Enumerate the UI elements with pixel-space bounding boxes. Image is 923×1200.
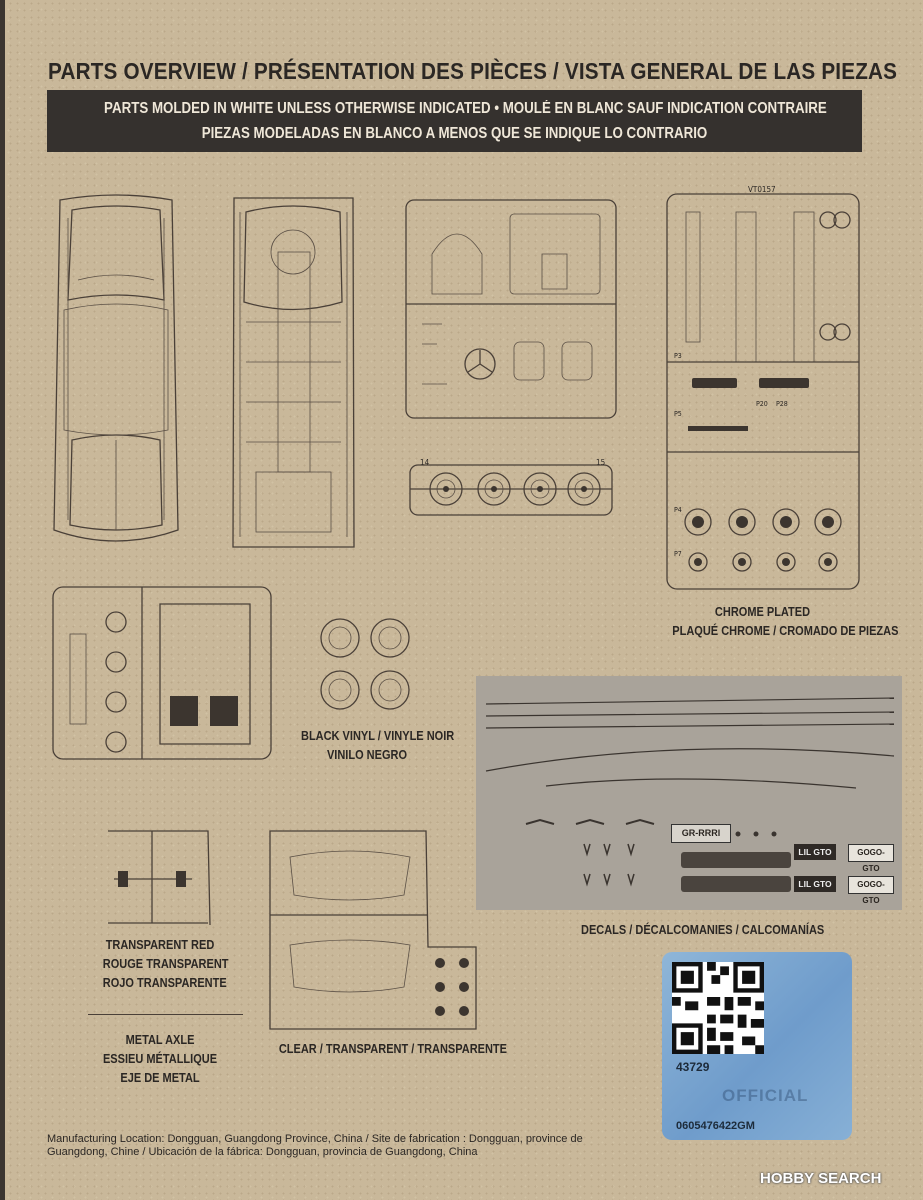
axle-caption-line-3: EJE DE METAL [120, 1071, 200, 1085]
card-number: 43729 [676, 1060, 710, 1074]
card-code: 0605476422GM [676, 1120, 755, 1132]
interior-tub-sprue-drawing [52, 586, 272, 760]
wheel-sprue-num-left: 14 [420, 458, 430, 467]
page-title: PARTS OVERVIEW / PRÉSENTATION DES PIÈCES… [48, 58, 898, 84]
authenticity-card: 43729 OFFICIAL 0605476422GM [662, 952, 852, 1140]
decal-sheet: GR-RRRl LIL GTO GOGO-GTO LIL GTO GOGO-GT… [476, 676, 902, 910]
interior-sprue-drawing [405, 199, 617, 419]
chrome-caption: CHROME PLATED PLAQUÉ CHROME / CROMADO DE… [672, 603, 899, 641]
vinyl-tires-drawing [320, 618, 410, 710]
chrome-label-2: P20 [756, 400, 768, 408]
wheel-sprue-drawing: 14 15 [409, 458, 613, 516]
banner-line-1: PARTS MOLDED IN WHITE UNLESS OTHERWISE I… [104, 100, 827, 117]
axle-caption: METAL AXLE ESSIEU MÉTALLIQUE EJE DE META… [103, 1031, 217, 1088]
vinyl-caption: BLACK VINYL / VINYLE NOIR VINILO NEGRO [301, 727, 455, 765]
axle-caption-line-1: METAL AXLE [125, 1033, 195, 1047]
decal-plate-1: GR-RRRl [671, 824, 731, 843]
axle-divider [88, 1014, 243, 1015]
decals-caption: DECALS / DÉCALCOMANIES / CALCOMANÍAS [581, 923, 825, 937]
chrome-label-4: P5 [674, 410, 682, 418]
body-shell-drawing [53, 194, 179, 542]
wheel-sprue-num-right: 15 [596, 458, 605, 467]
chrome-sprue-id: VT0157 [748, 185, 776, 194]
chrome-label-1: P3 [674, 352, 682, 360]
decal-plate-3: GOGO-GTO [848, 844, 894, 873]
chrome-label-6: P7 [674, 550, 682, 558]
clear-sprue-drawing [269, 830, 477, 1030]
decal-plate-5: GOGO-GTO [848, 876, 894, 905]
decal-plate-2: LIL GTO [794, 844, 836, 860]
left-edge-bar [0, 0, 5, 1200]
vinyl-caption-line-1: BLACK VINYL / VINYLE NOIR [301, 729, 455, 743]
manufacturing-location: Manufacturing Location: Dongguan, Guangd… [47, 1133, 583, 1158]
chassis-drawing [232, 197, 355, 548]
chrome-sprue-drawing: VT0157 P3 P20 P28 P5 P4 P7 [666, 185, 860, 590]
decal-plate-4: LIL GTO [794, 876, 836, 892]
chrome-label-3: P28 [776, 400, 788, 408]
red-sprue-drawing [108, 830, 211, 926]
molding-note-banner: PARTS MOLDED IN WHITE UNLESS OTHERWISE I… [47, 90, 862, 152]
hobby-search-watermark: HOBBY SEARCH [760, 1170, 882, 1187]
qr-code [672, 962, 764, 1054]
axle-caption-line-2: ESSIEU MÉTALLIQUE [102, 1052, 218, 1066]
red-caption-line-1: TRANSPARENT RED [105, 938, 215, 952]
chrome-caption-line-1: CHROME PLATED [714, 605, 811, 619]
card-watermark-text: OFFICIAL [722, 1086, 809, 1105]
red-caption-line-2: ROUGE TRANSPARENT [102, 957, 229, 971]
red-caption: TRANSPARENT RED ROUGE TRANSPARENT ROJO T… [102, 936, 229, 993]
chrome-label-5: P4 [674, 506, 682, 514]
red-caption-line-3: ROJO TRANSPARENTE [102, 976, 227, 990]
vinyl-caption-line-2: VINILO NEGRO [326, 748, 408, 762]
banner-line-2: PIEZAS MODELADAS EN BLANCO A MENOS QUE S… [201, 125, 708, 142]
clear-caption: CLEAR / TRANSPARENT / TRANSPARENTE [278, 1042, 507, 1056]
chrome-caption-line-2: PLAQUÉ CHROME / CROMADO DE PIEZAS [672, 624, 899, 638]
